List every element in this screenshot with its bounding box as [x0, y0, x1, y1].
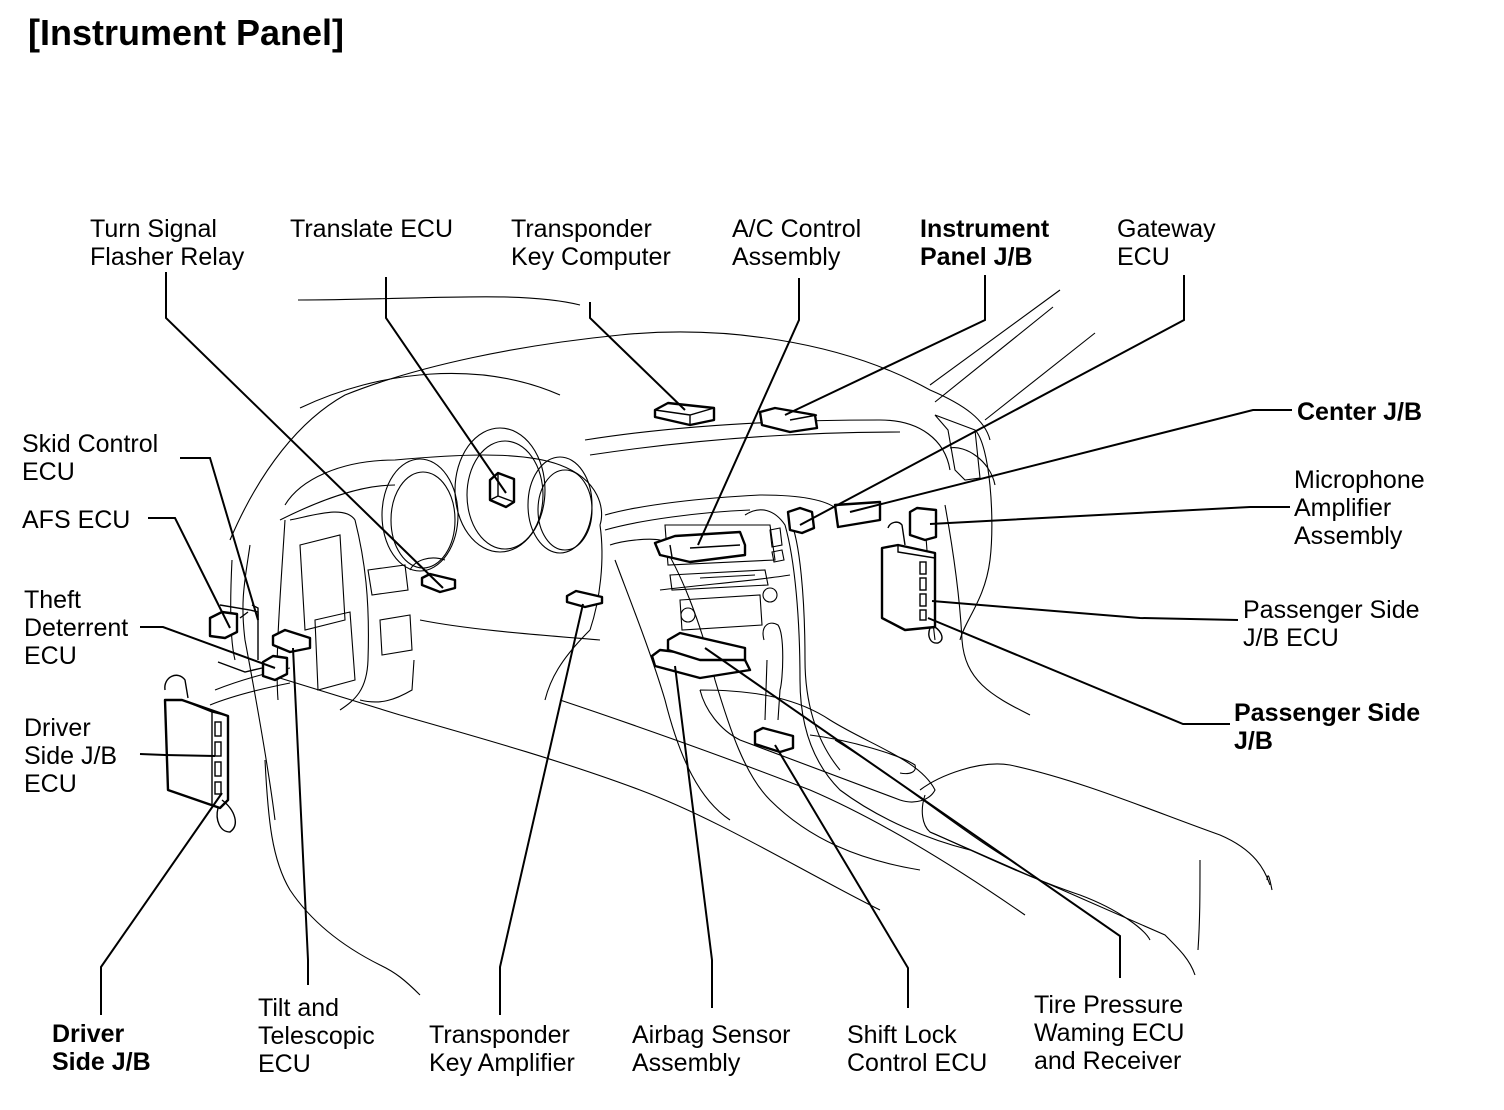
label-translate-ecu: Translate ECU: [290, 215, 454, 243]
label-center-jb: Center J/B: [1297, 398, 1423, 426]
leader-shift-lock: [774, 744, 909, 1008]
leader-microphone: [929, 506, 1290, 525]
label-gateway-ecu: Gateway ECU: [1117, 215, 1216, 271]
component-ac-control-assembly: [653, 530, 747, 564]
label-tire-pressure-warning-ecu: Tire Pressure Waming ECU and Receiver: [1034, 991, 1185, 1075]
component-shift-lock-ecu: [753, 726, 795, 754]
leader-transponder-key-amp: [499, 603, 584, 1015]
component-instrument-panel-jb: [758, 406, 819, 434]
component-airbag-sensor: [650, 631, 752, 680]
leader-ac-control: [697, 278, 800, 546]
leader-turn-signal: [165, 272, 444, 589]
component-transponder-key-amplifier: [565, 589, 604, 609]
leader-afs-ecu: [148, 517, 231, 629]
leader-center-jb: [849, 409, 1292, 513]
leader-lines: [100, 272, 1292, 1015]
leader-passenger-jb: [927, 617, 1230, 725]
component-afs-ecu: [208, 604, 263, 673]
label-afs-ecu: AFS ECU: [22, 506, 131, 534]
label-microphone-amplifier-assembly: Microphone Amplifier Assembly: [1294, 466, 1425, 550]
label-airbag-sensor-assembly: Airbag Sensor Assembly: [632, 1021, 791, 1077]
component-tilt-telescopic-ecu: [271, 628, 312, 654]
component-driver-side-jb: [163, 674, 236, 833]
leader-instrument-panel-jb: [784, 275, 986, 416]
leader-transponder-key-computer: [589, 302, 686, 411]
component-microphone-amplifier: [908, 506, 938, 542]
label-shift-lock-control-ecu: Shift Lock Control ECU: [847, 1021, 988, 1077]
label-transponder-key-computer: Transponder Key Computer: [511, 215, 671, 271]
label-ac-control-assembly: A/C Control Assembly: [732, 215, 862, 271]
label-turn-signal-flasher-relay: Turn Signal Flasher Relay: [90, 215, 245, 271]
diagram-title: [Instrument Panel]: [28, 12, 345, 53]
leader-gateway-ecu: [799, 275, 1185, 526]
leader-translate-ecu: [385, 277, 507, 494]
label-instrument-panel-jb: Instrument Panel J/B: [920, 215, 1050, 271]
component-passenger-side-jb: [880, 521, 943, 644]
label-transponder-key-amplifier: Transponder Key Amplifier: [429, 1021, 575, 1077]
label-driver-side-jb-ecu: Driver Side J/B ECU: [24, 714, 118, 798]
leader-tire-pressure: [704, 647, 1121, 978]
label-skid-control-ecu: Skid Control ECU: [22, 430, 159, 486]
leader-theft-deterrent: [140, 626, 276, 669]
leader-driver-side-jb: [100, 792, 223, 1015]
leader-tilt-telescopic: [292, 647, 309, 985]
leader-driver-jb-ecu: [139, 753, 216, 757]
label-theft-deterrent-ecu: Theft Deterrent ECU: [24, 586, 129, 670]
components: [163, 401, 943, 833]
component-gateway-ecu: [786, 506, 816, 535]
label-passenger-side-jb: Passenger Side J/B: [1234, 699, 1421, 755]
label-passenger-side-jb-ecu: Passenger Side J/B ECU: [1243, 596, 1420, 652]
label-tilt-and-telescopic-ecu: Tilt and Telescopic ECU: [258, 994, 375, 1078]
leader-passenger-jb-ecu: [931, 600, 1239, 621]
component-translate-ecu: [488, 471, 516, 509]
component-transponder-key-computer: [653, 401, 716, 427]
label-driver-side-jb: Driver Side J/B: [52, 1020, 151, 1076]
dashboard-outline: [209, 289, 1273, 996]
leader-skid-control: [180, 457, 259, 621]
leader-airbag-sensor: [674, 665, 713, 1008]
